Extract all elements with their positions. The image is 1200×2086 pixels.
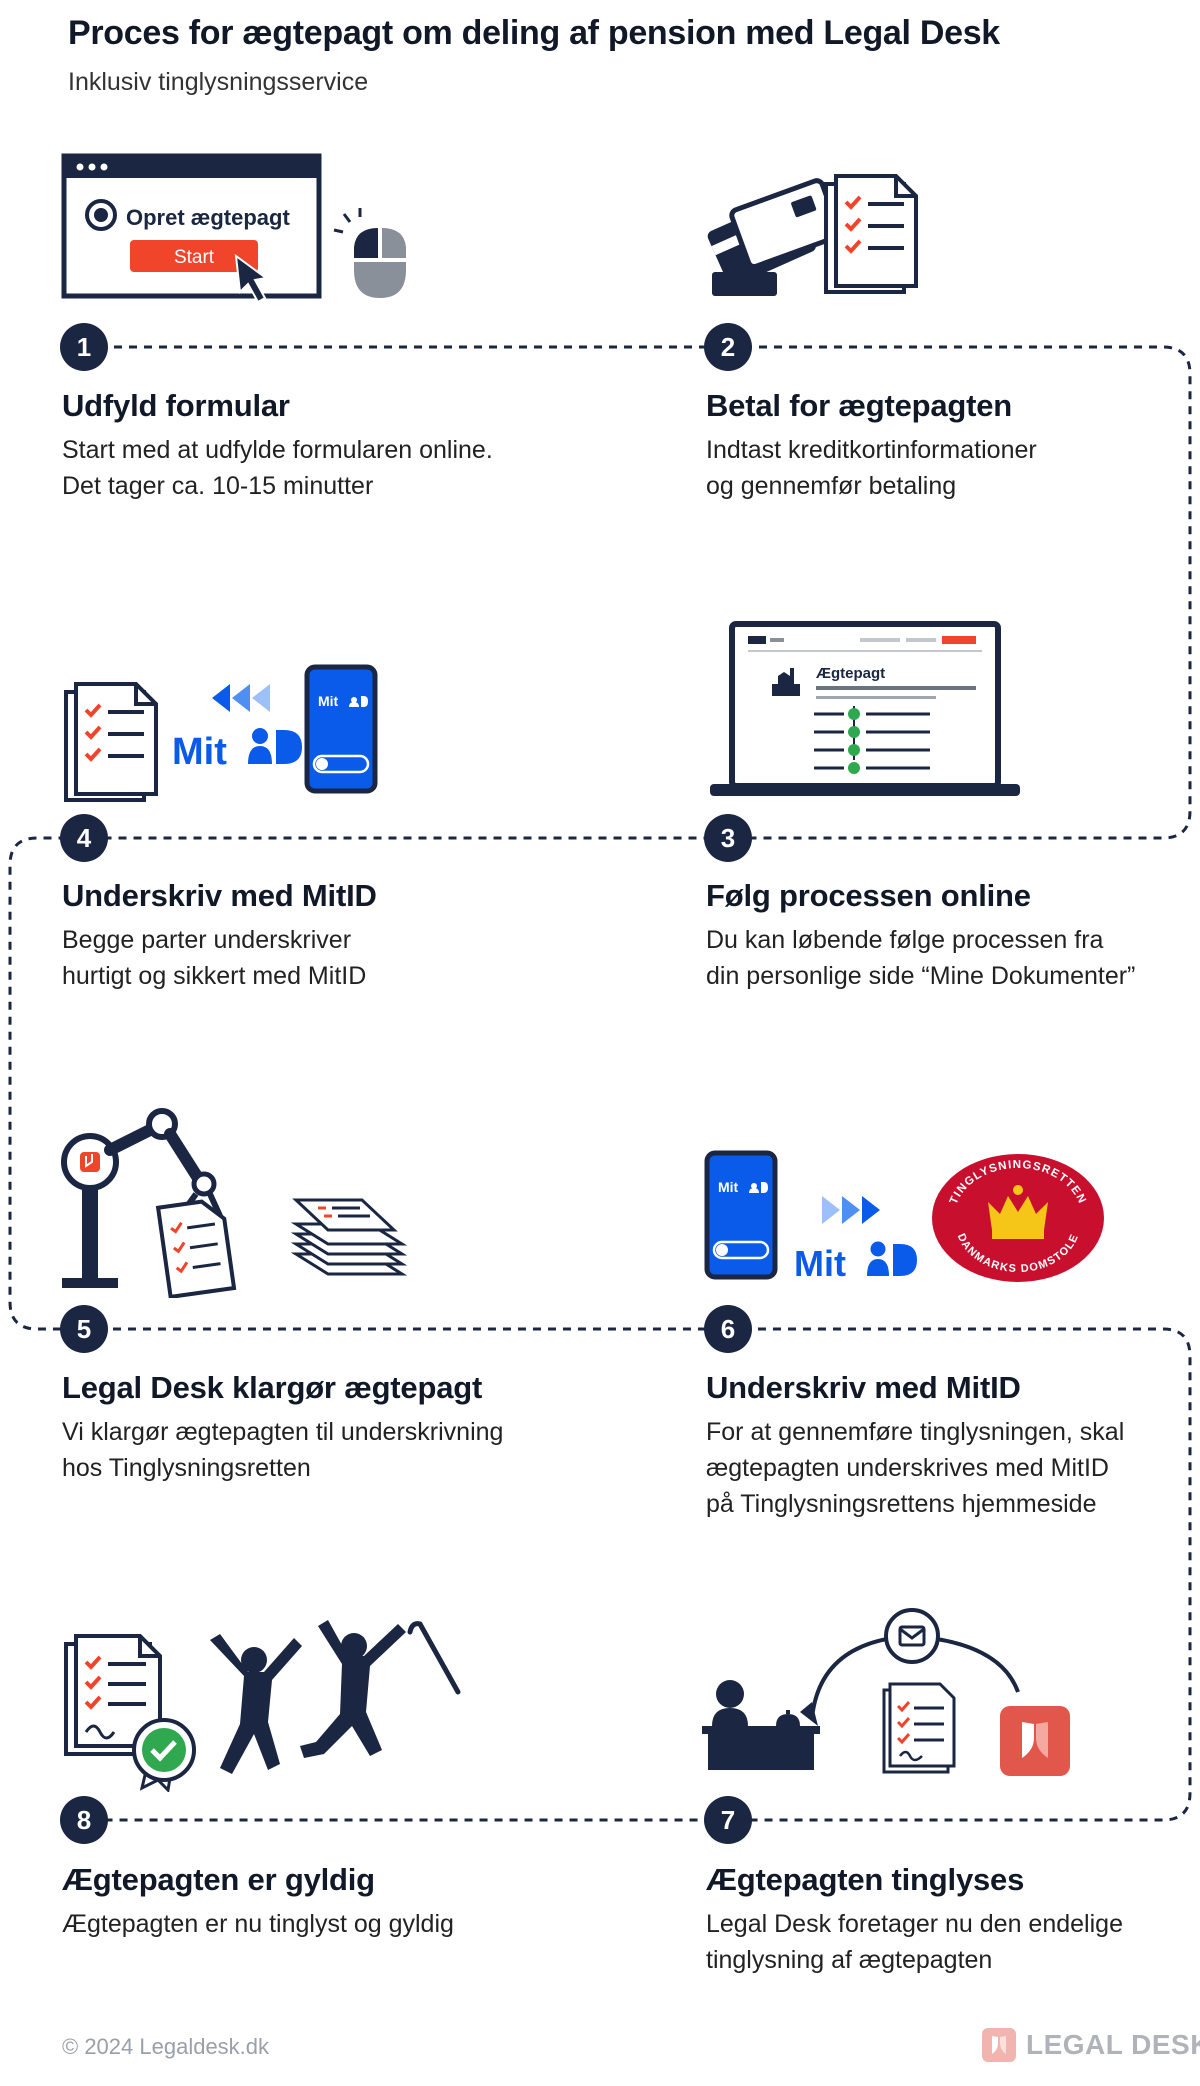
step-2-number: 2 bbox=[704, 323, 752, 371]
mitid-logo-text-2: Mit bbox=[794, 1243, 846, 1284]
payment-card-icon bbox=[707, 178, 842, 296]
step-5-description: Vi klargør ægtepagten til underskrivning… bbox=[62, 1418, 504, 1482]
laptop-heading: Ægtepagt bbox=[816, 665, 885, 682]
page-subtitle: Inklusiv tinglysningsservice bbox=[68, 68, 369, 96]
document-stack-icon bbox=[290, 1198, 408, 1276]
registration-desk-icon bbox=[702, 1608, 1070, 1776]
legal-desk-logo-icon bbox=[982, 2028, 1016, 2062]
step-8-description: Ægtepagten er nu tinglyst og gyldig bbox=[62, 1910, 454, 1938]
form-start-button: Start bbox=[174, 247, 215, 268]
step-7-number: 7 bbox=[704, 1796, 752, 1844]
mitid-phone-icon: Mit bbox=[304, 664, 378, 794]
step-4-number: 4 bbox=[60, 814, 108, 862]
step-4-title: Underskriv med MitID bbox=[62, 878, 377, 913]
robot-arm-icon bbox=[61, 1108, 237, 1298]
step-5-title: Legal Desk klargør ægtepagt bbox=[62, 1370, 483, 1405]
checklist-document-icon bbox=[824, 174, 918, 294]
mitid-phone-court-icon: Mit bbox=[704, 1150, 778, 1280]
mitid-phone-label: Mit bbox=[318, 693, 339, 709]
mitid-arrows-left-icon: Mit bbox=[172, 684, 302, 773]
step-7-title: Ægtepagten tinglyses bbox=[706, 1862, 1025, 1897]
mitid-arrows-right-icon: Mit bbox=[794, 1196, 917, 1284]
step-3-number: 3 bbox=[704, 814, 752, 862]
step-2-title: Betal for ægtepagten bbox=[706, 388, 1013, 423]
step-5-number: 5 bbox=[60, 1305, 108, 1353]
page-title: Proces for ægtepagt om deling af pension… bbox=[68, 14, 1000, 52]
valid-certificate-icon bbox=[64, 1634, 196, 1792]
celebrating-people-icon bbox=[210, 1620, 461, 1774]
step-6-number: 6 bbox=[704, 1305, 752, 1353]
mitid-logo-text: Mit bbox=[172, 731, 227, 773]
step-6-title: Underskriv med MitID bbox=[706, 1370, 1021, 1405]
step-1-title: Udfyld formular bbox=[62, 388, 290, 423]
form-heading: Opret ægtepagt bbox=[126, 205, 290, 230]
court-seal-icon: TINGLYSNINGSRETTEN DANMARKS DOMSTOLE bbox=[932, 1154, 1104, 1282]
footer-brand-logo: LEGAL DESK bbox=[982, 2028, 1200, 2062]
step-1-description: Start med at udfylde formularen online.D… bbox=[62, 436, 493, 500]
signed-document-icon bbox=[64, 682, 158, 802]
step-3-title: Følg processen online bbox=[706, 878, 1031, 913]
footer-brand-name: LEGAL DESK bbox=[1026, 2029, 1200, 2060]
laptop-tracking-icon: Ægtepagt bbox=[710, 621, 1020, 796]
online-form-icon: Opret ægtepagt Start bbox=[61, 153, 406, 304]
step-8-title: Ægtepagten er gyldig bbox=[62, 1862, 375, 1897]
mitid-phone-label-2: Mit bbox=[718, 1179, 739, 1195]
footer-copyright: © 2024 Legaldesk.dk bbox=[62, 2034, 270, 2059]
step-1-number: 1 bbox=[60, 323, 108, 371]
step-8-number: 8 bbox=[60, 1796, 108, 1844]
